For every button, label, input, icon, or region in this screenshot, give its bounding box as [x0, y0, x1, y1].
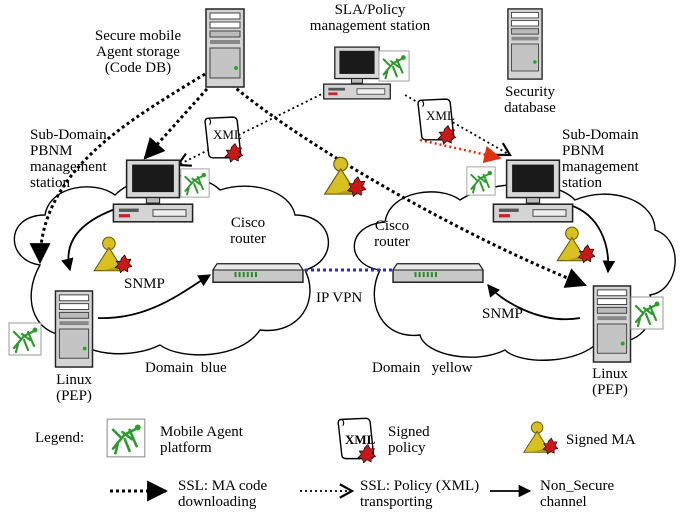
right-station-label-line4: station — [562, 175, 602, 191]
sla-platform-icon — [378, 50, 410, 82]
left-linux-server — [54, 290, 94, 368]
legend-non-secure-label: Non_Secure channel — [540, 478, 614, 510]
code-db-label-line2: Agent storage — [96, 44, 180, 60]
left-station-label-line1: Sub-Domain — [30, 127, 107, 143]
legend-ssl-ma-line1: SSL: MA code — [178, 478, 268, 494]
legend-platform-icon — [106, 418, 146, 458]
left-station-platform-icon — [180, 168, 210, 198]
right-station-label-line1: Sub-Domain — [562, 127, 639, 143]
sla-label-line2: management station — [309, 18, 431, 34]
security-db-server — [507, 8, 543, 80]
link-codedb-to-left-linux — [29, 72, 206, 265]
signed-ma-center — [324, 156, 366, 197]
right-linux-server — [592, 285, 632, 363]
legend-ssl-ma-line2: downloading — [178, 494, 257, 510]
code-db-label-line3: (Code DB) — [104, 60, 172, 76]
left-linux-label-line1: Linux — [56, 372, 92, 388]
snmp-left-label: SNMP — [124, 276, 165, 292]
domain-yellow-label: Domain yellow — [372, 360, 473, 376]
link-right-linux-to-router — [487, 284, 581, 321]
legend-ma-icon — [523, 421, 558, 455]
security-db-label-line2: database — [504, 100, 556, 116]
right-station-label-line2: PBNM — [562, 143, 605, 159]
left-router-label: Cisco router — [218, 215, 278, 247]
legend-policy-line1: Signed — [388, 424, 430, 440]
right-linux-label: Linux (PEP) — [580, 366, 640, 398]
legend-policy-label: Signed policy — [388, 424, 430, 456]
left-router — [212, 263, 304, 283]
xml-right-label: XML — [426, 108, 455, 123]
legend-ssl-policy-label: SSL: Policy (XML) transporting — [360, 478, 479, 510]
left-router-label-line2: router — [230, 231, 266, 247]
legend-platform-line2: platform — [160, 440, 212, 456]
legend-non-secure-line2: channel — [540, 494, 587, 510]
legend-platform-label: Mobile Agent platform — [160, 424, 243, 456]
legend-ssl-ma-label: SSL: MA code downloading — [178, 478, 267, 510]
right-station-label-line3: management — [562, 159, 639, 175]
ip-vpn-label: IP VPN — [316, 290, 363, 306]
non-secure-links — [61, 204, 616, 321]
legend-ma-label: Signed MA — [566, 432, 636, 448]
legend-ssl-policy-line2: transporting — [360, 494, 433, 510]
legend-ssl-policy-line1: SSL: Policy (XML) — [360, 478, 480, 494]
right-router-label-line2: router — [374, 234, 410, 250]
left-station-label-line3: management — [30, 159, 107, 175]
ma-code-links — [29, 72, 587, 288]
sla-station-label: SLA/Policy management station — [300, 2, 440, 34]
right-linux-platform-icon — [630, 296, 664, 330]
code-db-server — [205, 8, 245, 88]
link-codedb-to-left-station — [143, 78, 217, 160]
right-linux-label-line2: (PEP) — [592, 382, 628, 398]
left-linux-platform-icon — [8, 322, 42, 356]
legend-platform-line1: Mobile Agent — [160, 424, 243, 440]
domain-blue-label: Domain blue — [145, 360, 227, 376]
left-linux-label-line2: (PEP) — [56, 388, 92, 404]
link-left-linux-to-router — [97, 274, 212, 319]
right-station-platform-icon — [466, 166, 496, 196]
right-router-label: Cisco router — [362, 218, 422, 250]
legend-title: Legend: — [35, 430, 85, 446]
right-linux-label-line1: Linux — [592, 366, 628, 382]
legend-policy-icon-text: XML — [345, 432, 376, 447]
xml-left-label: XML — [213, 127, 242, 142]
code-db-label: Secure mobile Agent storage (Code DB) — [68, 28, 208, 76]
right-router-label-line1: Cisco — [374, 218, 410, 234]
left-station-label: Sub-Domain PBNM management station — [30, 127, 107, 191]
link-sla-to-left-station — [176, 89, 331, 167]
security-db-label: Security database — [490, 84, 570, 116]
left-linux-label: Linux (PEP) — [44, 372, 104, 404]
left-router-label-line1: Cisco — [230, 215, 266, 231]
link-right-station-to-linux — [569, 204, 616, 274]
link-codedb-to-right-linux — [231, 83, 587, 288]
left-station-label-line4: station — [30, 175, 70, 191]
right-station-label: Sub-Domain PBNM management station — [562, 127, 639, 191]
link-left-station-to-linux — [61, 207, 119, 272]
link-sla-to-right-station-highlight — [419, 138, 502, 164]
sla-label-line1: SLA/Policy — [334, 2, 406, 18]
code-db-label-line1: Secure mobile — [94, 28, 182, 44]
snmp-right-label: SNMP — [482, 306, 523, 322]
right-router — [392, 263, 484, 283]
left-station-label-line2: PBNM — [30, 143, 73, 159]
legend-policy-line2: policy — [388, 440, 426, 456]
legend-non-secure-line1: Non_Secure — [540, 478, 615, 494]
security-db-label-line1: Security — [505, 84, 555, 100]
